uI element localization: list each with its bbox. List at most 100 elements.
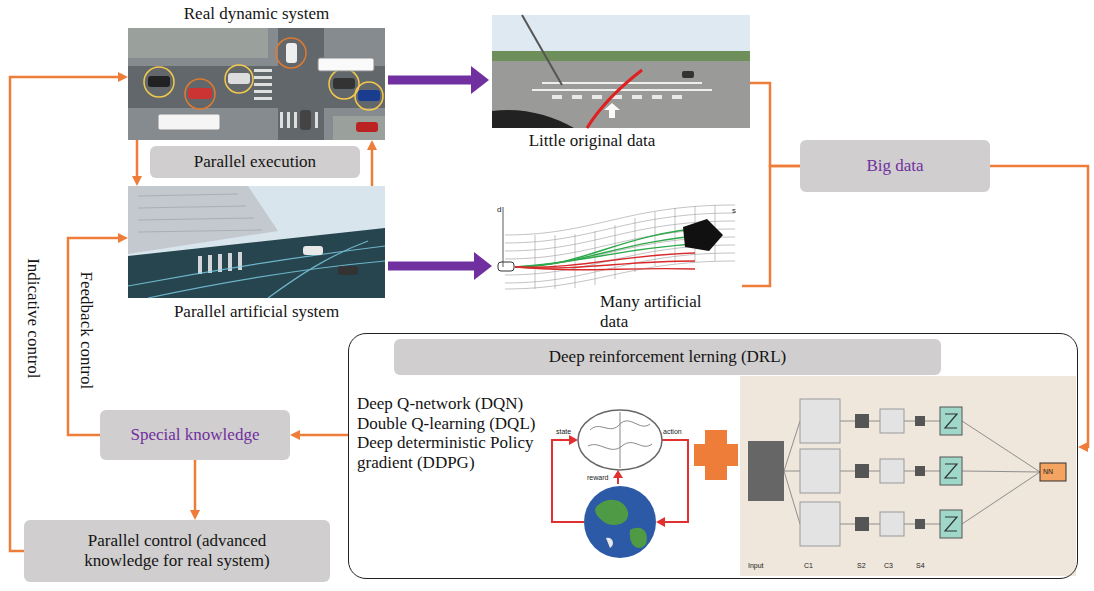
trajectory-plot-part-part — [655, 212, 656, 266]
cnn-figure-part-part — [904, 524, 915, 525]
trajectory-plot-part-part — [535, 235, 536, 289]
connector-line — [388, 262, 475, 271]
trajectory-plot-part-part — [515, 261, 695, 268]
rl-loop-figure-part — [613, 470, 623, 478]
cnn-figure-part-part — [800, 399, 840, 443]
connector-line — [990, 166, 1088, 447]
figure-label: NN — [1043, 468, 1053, 475]
cnn-figure-part-part — [880, 512, 904, 536]
artificial-scene-render-part-part — [128, 246, 385, 286]
edge-label: Feedback control — [76, 269, 95, 391]
intersection-photo-part — [128, 28, 385, 140]
trajectory-plot — [498, 205, 735, 289]
artificial-scene-render-part-part — [148, 261, 385, 298]
intersection-photo-part-part — [185, 79, 215, 109]
cnn-figure-part-part — [840, 524, 855, 525]
road-view-photo-part-part — [632, 95, 642, 99]
drl-panel: Deep Q-network (DQN) Double Q-learning (… — [348, 333, 1078, 579]
road-view-photo-part-part — [652, 95, 662, 99]
cnn-figure-part-part — [904, 421, 915, 422]
road-view-photo-part — [552, 95, 682, 99]
artificial-scene-render — [128, 186, 385, 298]
intersection-photo-part — [318, 58, 374, 71]
intersection-photo-part-part — [225, 65, 253, 93]
intersection-photo — [128, 28, 385, 140]
intersection-photo-part-part — [287, 112, 290, 128]
connector — [367, 140, 377, 186]
figure-label: C1 — [804, 562, 813, 569]
intersection-photo-part-part — [315, 112, 318, 128]
arrowhead — [118, 72, 128, 82]
intersection-photo-part — [278, 28, 324, 140]
trajectory-plot-part — [503, 207, 504, 267]
arrowhead — [474, 252, 492, 280]
arrowhead — [118, 233, 128, 243]
figure-label: S2 — [857, 562, 866, 569]
arrowhead — [132, 176, 142, 186]
rl-loop-figure-part — [584, 486, 656, 558]
artificial-scene-render-part — [303, 246, 323, 255]
road-view-photo-part-part — [572, 95, 582, 99]
cnn-figure-part-part — [880, 409, 904, 433]
caption: Many artificial data — [600, 292, 718, 331]
arrowhead — [190, 510, 200, 520]
cnn-figure-part-part-part — [945, 517, 957, 531]
data-plot: Many artificial data — [495, 205, 742, 290]
arrowhead — [290, 430, 300, 440]
caption: Real dynamic system — [128, 4, 385, 24]
connector — [742, 166, 800, 286]
figure-label: Input — [748, 562, 764, 569]
cnn-figure-part-part — [962, 471, 1040, 472]
rl-loop-figure-part-part — [552, 440, 584, 522]
artificial-scene-render-part-part — [138, 218, 254, 220]
connector-line — [742, 166, 800, 286]
trajectory-plot-part-part — [515, 243, 710, 267]
artificial-scene-render-part-part — [208, 255, 212, 273]
road-view-photo-part-part — [552, 95, 562, 99]
cnn-figure-part-part — [784, 421, 800, 471]
trajectory-plot-part-part — [675, 208, 676, 263]
arrowhead — [471, 66, 489, 94]
cnn-figure-part-part — [915, 416, 925, 426]
caption: Little original data — [492, 131, 692, 151]
process-box: Special knowledge — [100, 410, 290, 460]
cnn-figure — [740, 376, 1076, 576]
cnn-figure-part — [740, 376, 1076, 576]
cnn-figure-part-part — [940, 407, 962, 435]
road-view-photo — [492, 15, 750, 128]
cnn-figure-part-part — [855, 414, 869, 428]
cnn-figure-part-part — [962, 421, 1040, 472]
cnn-figure-part-part — [940, 457, 962, 485]
cnn-figure-part-part — [840, 421, 855, 422]
artificial-scene-render-part-part — [138, 230, 262, 232]
intersection-photo-part-part — [280, 112, 283, 128]
road-view-photo-part — [492, 61, 750, 128]
connector-line — [299, 434, 348, 437]
connector-line — [194, 460, 197, 511]
intersection-photo-part — [128, 28, 268, 58]
artificial-scene-render-part — [198, 252, 242, 274]
connector — [290, 430, 348, 440]
figure-label: reward — [587, 474, 608, 481]
arrowhead — [1078, 442, 1088, 452]
cnn-figure-part-part — [784, 471, 800, 524]
intersection-photo-part — [128, 66, 385, 108]
cnn-figure-part-part — [915, 466, 925, 476]
system-photo: Real dynamic system — [128, 28, 385, 140]
system-photo: Parallel artificial system — [128, 186, 385, 298]
artificial-scene-render-part-part — [138, 194, 238, 196]
intersection-photo-part-part — [144, 67, 174, 97]
plus-symbol — [694, 430, 738, 480]
rl-loop-figure-part — [630, 528, 647, 548]
connector-line — [10, 77, 119, 551]
intersection-photo-part-part — [276, 38, 306, 68]
connector — [388, 252, 492, 280]
cnn-figure-part-part — [800, 449, 840, 493]
trajectory-plot-part-part — [555, 235, 556, 289]
trajectory-plot-part — [505, 205, 735, 289]
plus-symbol-part — [705, 430, 727, 480]
road-view-photo-part — [587, 70, 642, 128]
intersection-photo-part-part — [254, 83, 272, 86]
artificial-scene-render-part-part — [198, 256, 202, 274]
